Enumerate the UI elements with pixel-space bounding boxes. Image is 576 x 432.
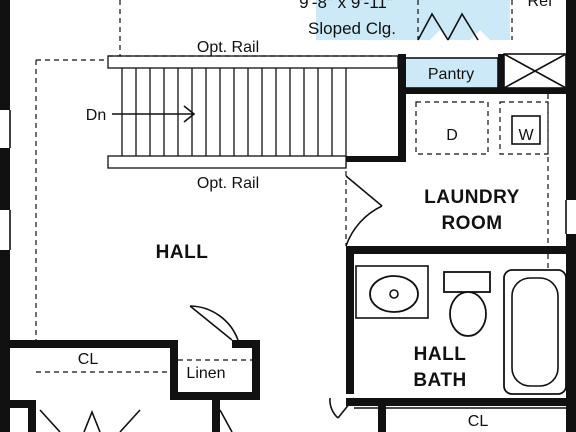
rail-bottom-label: Opt. Rail (197, 175, 259, 192)
storage-box (503, 53, 567, 89)
frame-lines (9, 110, 576, 409)
bath-door (329, 397, 355, 419)
closet-left-label: CL (78, 351, 99, 368)
pantry-highlight (404, 58, 498, 88)
bath-label-line1: HALL (414, 344, 467, 365)
stair-label: Dn (86, 107, 106, 124)
sloped-ceiling-area (316, 0, 510, 40)
lower-doors (39, 409, 233, 432)
laundry-label-line1: LAUNDRY (424, 187, 520, 208)
pantry (403, 57, 499, 89)
dryer-label: D (446, 127, 458, 144)
top-room-dims: 9'-8" x 9'-11" (299, 0, 393, 12)
staircase (107, 55, 399, 169)
refrigerator-label: Ref (528, 0, 553, 10)
rail-top-label: Opt. Rail (197, 39, 259, 56)
washer-label: W (518, 127, 534, 144)
bath-label-line2: BATH (413, 370, 466, 391)
hall-label: HALL (156, 242, 209, 263)
linen-label: Linen (186, 365, 225, 382)
closet-right-label: CL (468, 413, 489, 430)
top-double-door (417, 12, 479, 41)
linen-door (189, 305, 239, 341)
pantry-label: Pantry (428, 66, 474, 83)
laundry-label-line2: ROOM (441, 213, 502, 234)
laundry-door (345, 175, 383, 247)
washer-dryer (415, 101, 549, 155)
bath-fixtures (355, 265, 567, 395)
top-room-ceiling: Sloped Clg. (308, 19, 396, 38)
